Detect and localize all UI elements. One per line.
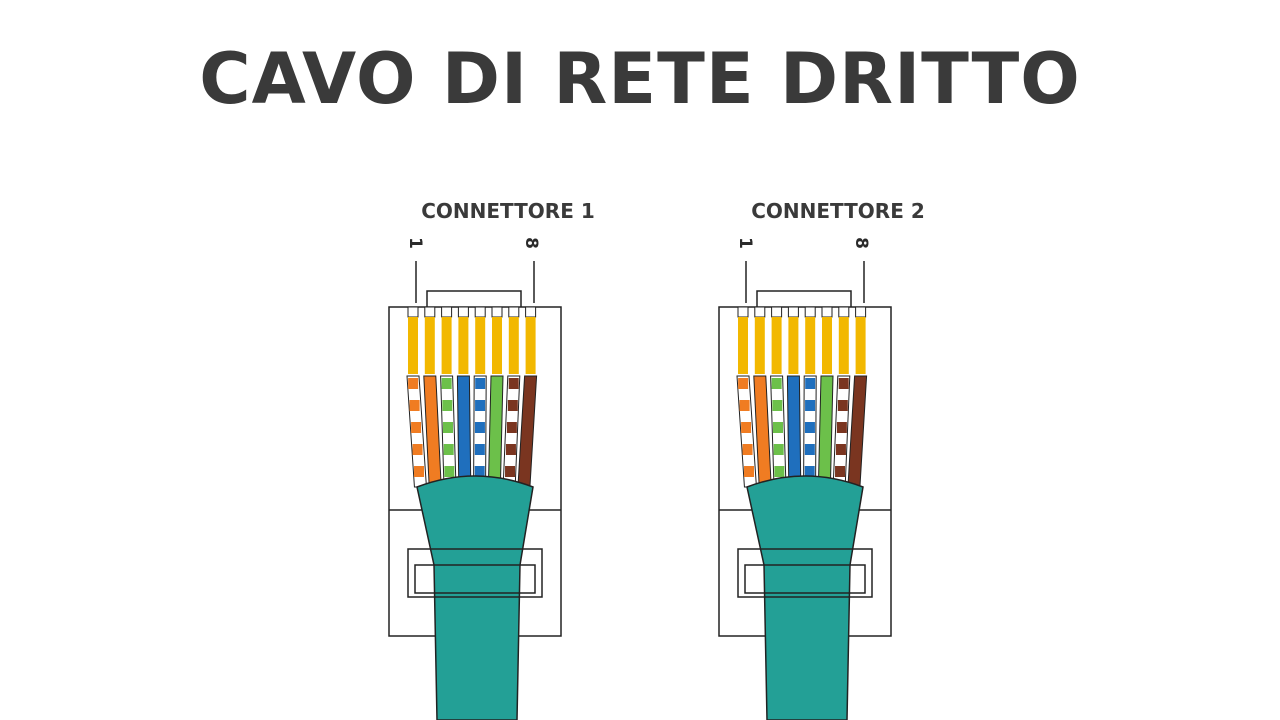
wire-stripe (508, 378, 519, 389)
wire-stripe (506, 422, 517, 433)
contact-blade (838, 317, 849, 374)
contact-blade (408, 317, 418, 374)
contact-blade (788, 317, 799, 374)
wire-stripe (836, 422, 847, 433)
contact-blade (441, 317, 452, 374)
wire-green (487, 375, 504, 488)
strain-relief-inner (744, 564, 866, 594)
wire-stripe (804, 422, 815, 433)
wire-blue (786, 375, 802, 488)
contact-slot (407, 306, 419, 318)
contact-blade (508, 317, 519, 374)
contact-slot (525, 306, 537, 318)
strain-relief-outer (737, 548, 873, 598)
cable-jacket (746, 475, 864, 720)
contact-slot (424, 306, 436, 318)
connector-1: CONNETTORE 1 1 8 (378, 195, 638, 720)
wire-orange (423, 375, 442, 488)
wire-stripe (412, 444, 423, 455)
wire-stripe (805, 400, 816, 411)
contact-slot (737, 306, 749, 318)
contact-slot (804, 306, 816, 318)
wire-stripe (475, 378, 486, 389)
wire-stripe (411, 422, 422, 433)
wire-brown (517, 375, 538, 488)
wire-stripe (414, 466, 425, 477)
contact-blade (458, 317, 469, 374)
wire-stripe (835, 466, 846, 477)
connector-2: CONNETTORE 2 1 8 (708, 195, 968, 720)
wire-stripe (742, 444, 753, 455)
wire-stripe (773, 422, 784, 433)
contact-slot (491, 306, 503, 318)
contact-blade (771, 317, 782, 374)
contact-blade (424, 317, 435, 374)
page-title: CAVO DI RETE DRITTO (199, 38, 1081, 120)
wire-stripe (804, 444, 815, 455)
contact-slot (457, 306, 469, 318)
wire-blue (456, 375, 472, 488)
contact-slot (441, 306, 453, 318)
wire-stripe (838, 378, 849, 389)
wire-stripe (837, 400, 848, 411)
contact-slot (508, 306, 520, 318)
wire-stripe (409, 400, 420, 411)
wire-stripe (444, 466, 455, 477)
contact-slot (821, 306, 833, 318)
latch-bracket (756, 290, 852, 307)
wire-stripe (741, 422, 752, 433)
strain-relief-outer (407, 548, 543, 598)
contact-blade (855, 317, 866, 374)
contact-blade (805, 317, 816, 374)
connector-label: CONNETTORE 1 (421, 199, 595, 223)
wire-stripe (744, 466, 755, 477)
wire-stripe (442, 400, 453, 411)
wire-stripe (773, 444, 784, 455)
plug-group (388, 261, 562, 720)
wire-stripe (474, 422, 485, 433)
cable-jacket (416, 475, 534, 720)
contact-slot (754, 306, 766, 318)
wire-stripe (474, 444, 485, 455)
wire-stripe (738, 378, 749, 389)
wire-stripe (507, 400, 518, 411)
wire-brown (847, 375, 868, 488)
strain-relief-inner (414, 564, 536, 594)
wire-stripe (505, 444, 516, 455)
wire-green (817, 375, 834, 488)
latch-bracket (426, 290, 522, 307)
wire-stripe (505, 466, 516, 477)
wire-stripe (475, 400, 486, 411)
wire-stripe (771, 378, 782, 389)
wire-orange (753, 375, 772, 488)
wire-stripe (443, 444, 454, 455)
contact-slot (855, 306, 867, 318)
rj45-plug-diagram (718, 261, 892, 720)
wire-stripe (774, 466, 785, 477)
wire-stripe (739, 400, 750, 411)
connector-label: CONNETTORE 2 (751, 199, 925, 223)
contact-slot (787, 306, 799, 318)
wire-stripe (772, 400, 783, 411)
wire-stripe (835, 444, 846, 455)
wire-stripe (441, 378, 452, 389)
contact-blade (822, 317, 832, 374)
wire-stripe (408, 378, 419, 389)
contact-blade (525, 317, 536, 374)
wire-stripe (443, 422, 454, 433)
wire-stripe (804, 466, 815, 477)
contact-blade (492, 317, 502, 374)
plug-group (718, 261, 892, 720)
wire-stripe (805, 378, 816, 389)
contact-blade (738, 317, 748, 374)
contact-slot (474, 306, 486, 318)
wire-stripe (474, 466, 485, 477)
contact-slot (838, 306, 850, 318)
contact-blade (475, 317, 486, 374)
contact-slot (771, 306, 783, 318)
rj45-plug-diagram (388, 261, 562, 720)
contact-blade (754, 317, 765, 374)
